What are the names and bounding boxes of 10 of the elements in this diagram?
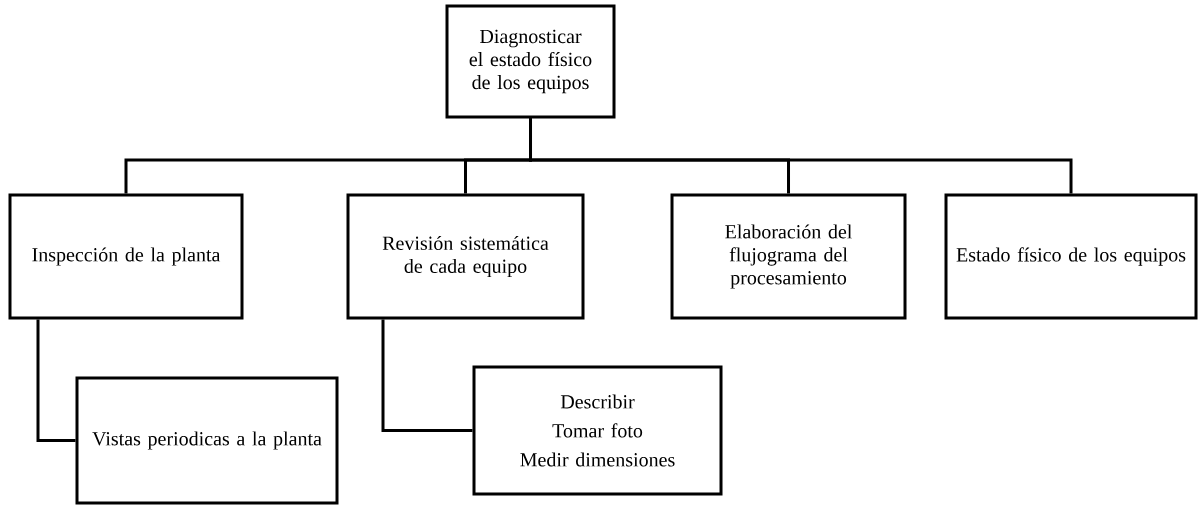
connector-line [381,319,473,432]
process-box: Estado físico de los equipos [944,193,1198,320]
process-box: Inspección de la planta [8,193,244,320]
connector-line [529,118,1073,194]
process-box: Revisión sistemática de cada equipo [346,193,585,320]
connector-line [36,319,76,442]
process-box: Describir Tomar foto Medir dimensiones [472,365,723,496]
process-box: Elaboración del flujograma del procesamiento [670,193,907,320]
process-box: Diagnosticar el estado físico de los equipos [445,4,616,119]
process-box: Vistas periodicas a la planta [75,376,339,505]
